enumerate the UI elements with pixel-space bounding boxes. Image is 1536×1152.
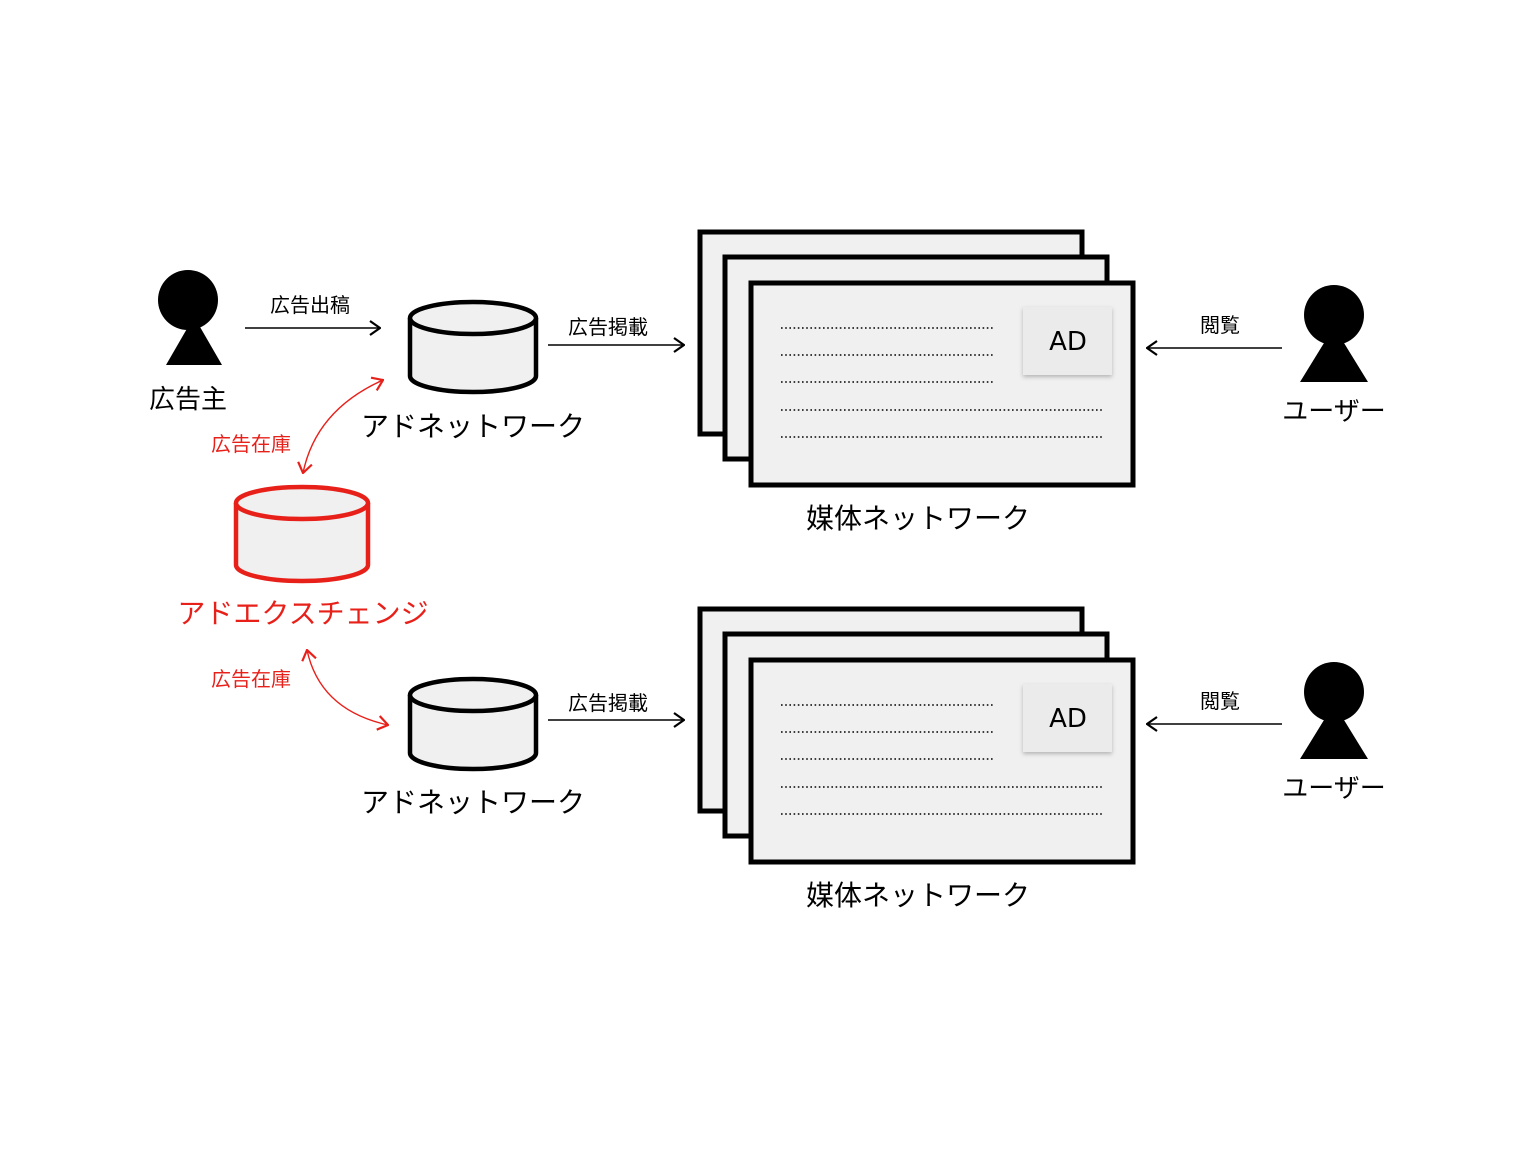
user-bottom-label: ユーザー bbox=[1282, 774, 1385, 804]
ad-network-top-label: アドネットワーク bbox=[361, 410, 585, 443]
ad-network-bottom: アドネットワーク bbox=[361, 676, 585, 819]
view-top-label: 閲覧 bbox=[1200, 313, 1240, 337]
user-top-node: ユーザー bbox=[1282, 285, 1386, 427]
ad-network-bottom-label: アドネットワーク bbox=[361, 786, 585, 819]
publish-bottom-label: 広告掲載 bbox=[568, 691, 648, 715]
user-bottom-node: ユーザー bbox=[1282, 662, 1386, 804]
database-cylinder-icon bbox=[407, 299, 539, 395]
person-icon bbox=[158, 270, 222, 365]
ad-exchange: アドエクスチェンジ bbox=[177, 484, 429, 630]
edge-placement: 広告出稿 bbox=[245, 293, 380, 328]
person-icon bbox=[1300, 662, 1368, 759]
inventory-bottom-label: 広告在庫 bbox=[211, 667, 291, 691]
edge-inventory-bottom: 広告在庫 bbox=[211, 650, 388, 725]
inventory-bottom-arrow bbox=[307, 650, 388, 725]
media-network-bottom: AD 媒体ネットワーク bbox=[697, 606, 1136, 912]
inventory-top-label: 広告在庫 bbox=[211, 432, 291, 456]
ad-slot-label: AD bbox=[1049, 327, 1087, 357]
advertiser-label: 広告主 bbox=[149, 385, 227, 415]
database-cylinder-icon bbox=[233, 484, 371, 584]
placement-label: 広告出稿 bbox=[270, 293, 350, 317]
ad-slot: AD bbox=[1023, 684, 1112, 752]
media-network-bottom-label: 媒体ネットワーク bbox=[806, 879, 1030, 912]
advertiser-node: 広告主 bbox=[149, 270, 227, 415]
text-lines bbox=[781, 327, 1102, 438]
text-lines bbox=[781, 704, 1102, 815]
ad-exchange-label: アドエクスチェンジ bbox=[177, 597, 428, 630]
person-icon bbox=[1300, 285, 1368, 382]
edge-view-top: 閲覧 bbox=[1147, 313, 1282, 348]
publish-top-label: 広告掲載 bbox=[568, 315, 648, 339]
ad-slot: AD bbox=[1023, 307, 1112, 375]
ad-network-top: アドネットワーク bbox=[361, 299, 585, 443]
edge-inventory-top: 広告在庫 bbox=[211, 380, 383, 473]
ad-slot-label: AD bbox=[1049, 704, 1087, 734]
database-cylinder-icon bbox=[407, 676, 539, 772]
media-network-top-label: 媒体ネットワーク bbox=[806, 502, 1030, 535]
edge-publish-bottom: 広告掲載 bbox=[548, 691, 684, 720]
view-bottom-label: 閲覧 bbox=[1200, 689, 1240, 713]
inventory-top-arrow bbox=[303, 380, 383, 473]
edge-publish-top: 広告掲載 bbox=[548, 315, 684, 345]
edge-view-bottom: 閲覧 bbox=[1147, 689, 1282, 724]
user-top-label: ユーザー bbox=[1282, 397, 1385, 427]
media-network-top: AD 媒体ネットワーク bbox=[697, 229, 1136, 535]
